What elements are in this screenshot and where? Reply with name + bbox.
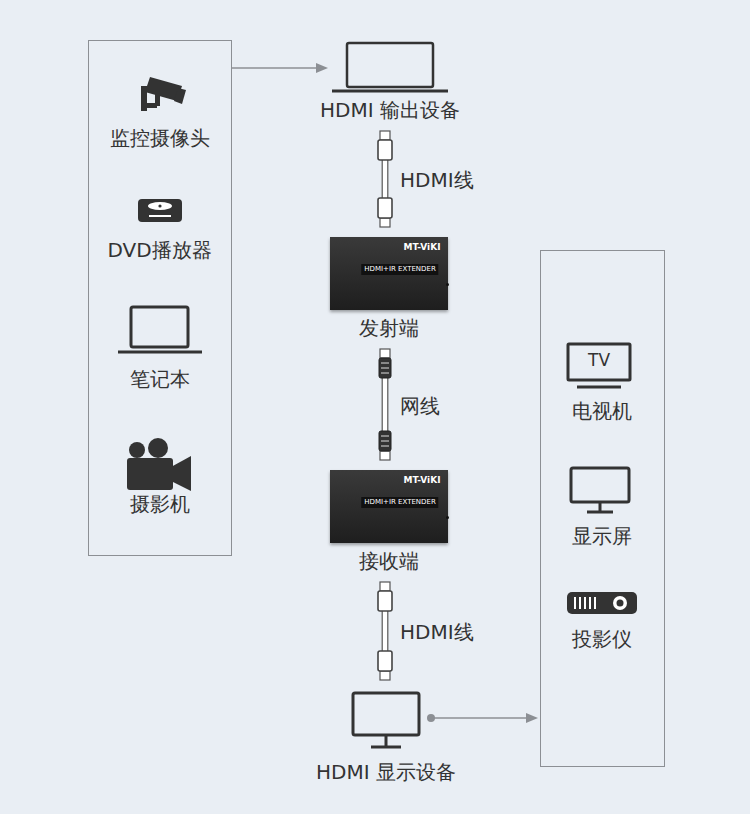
node-label: 接收端: [359, 548, 419, 574]
display-panel: TV 电视机显示屏投影仪: [540, 250, 665, 767]
display-item: TV 电视机: [541, 341, 663, 424]
plug-body: [378, 651, 392, 671]
arrow-head: [526, 713, 538, 723]
plug-tip: [380, 671, 390, 680]
device-text: HDMI+IR EXTENDER: [361, 264, 438, 275]
cable-outline: [382, 160, 389, 198]
start-dot: [427, 714, 435, 722]
cctv-icon: [141, 77, 186, 111]
plug-tip: [380, 218, 390, 227]
device-text: HDMI+IR EXTENDER: [361, 497, 438, 508]
source-item: 笔记本: [89, 303, 230, 392]
display-item: 显示屏: [541, 464, 663, 549]
display-item: 投影仪: [541, 590, 663, 652]
edge-label: HDMI线: [400, 619, 474, 645]
node-label: HDMI 显示设备: [316, 759, 456, 785]
node-label: 电视机: [572, 398, 632, 424]
device-led: [446, 283, 449, 286]
laptop-icon: [332, 43, 448, 91]
cable-core: [383, 378, 387, 431]
plug-body: [379, 358, 391, 378]
plug-tip: [380, 131, 390, 140]
node-label: 显示屏: [572, 523, 632, 549]
device-text: MT-ViKI: [403, 473, 440, 487]
arrow-line: [232, 67, 318, 69]
projector-icon: [567, 592, 637, 614]
plug-ridge: [381, 373, 389, 374]
source-panel: 监控摄像头 DVD播放器笔记本摄影机: [88, 40, 232, 556]
output-device: HDMI 输出设备: [330, 38, 450, 123]
source-item: 监控摄像头: [89, 71, 230, 151]
node-label: HDMI 输出设备: [320, 97, 460, 123]
cable-connector: [378, 582, 392, 680]
plug-body: [379, 431, 391, 451]
plug-tip: [380, 349, 390, 358]
dvd-icon: [138, 199, 182, 222]
arrow-line: [431, 717, 528, 719]
node-label: 监控摄像头: [110, 125, 210, 151]
laptop-icon: [118, 307, 202, 352]
node-label: DVD播放器: [107, 237, 211, 263]
node-label: 摄影机: [130, 491, 190, 517]
device-text: TV: [588, 347, 610, 373]
source-item: DVD播放器: [89, 196, 230, 263]
cable-connector: [379, 349, 391, 460]
display-device: HDMI 显示设备: [350, 690, 422, 785]
edge-label: 网线: [400, 393, 440, 419]
arrow-connector: [232, 63, 328, 73]
monitor-icon: [353, 693, 419, 747]
arrow-connector: [427, 713, 538, 723]
receiver-box: MT-ViKI HDMI+IR EXTENDER 接收端: [330, 470, 448, 574]
node-label: 发射端: [359, 315, 419, 341]
plug-ridge: [381, 363, 389, 364]
node-label: 投影仪: [572, 626, 632, 652]
cable-connector: [378, 131, 392, 227]
plug-tip: [380, 582, 390, 591]
source-item: 摄影机: [89, 438, 230, 517]
monitor-icon: [571, 468, 629, 512]
plug-ridge: [381, 436, 389, 437]
video-camera-icon: [127, 438, 191, 491]
plug-tip: [380, 451, 390, 460]
plug-body: [378, 591, 392, 611]
plug-body: [378, 198, 392, 218]
edge-label: HDMI线: [400, 167, 474, 193]
plug-ridge: [381, 446, 389, 447]
plug-ridge: [381, 441, 389, 442]
device-led: [446, 516, 449, 519]
cable-core: [383, 160, 387, 198]
cable-outline: [382, 378, 389, 431]
arrow-head: [316, 63, 328, 73]
device-text: MT-ViKI: [403, 240, 440, 254]
plug-ridge: [381, 368, 389, 369]
tv-icon: [568, 344, 630, 387]
cable-outline: [382, 611, 389, 651]
node-label: 笔记本: [130, 366, 190, 392]
transmitter-box: MT-ViKI HDMI+IR EXTENDER 发射端: [330, 237, 448, 341]
cable-core: [383, 611, 387, 651]
plug-body: [378, 140, 392, 160]
